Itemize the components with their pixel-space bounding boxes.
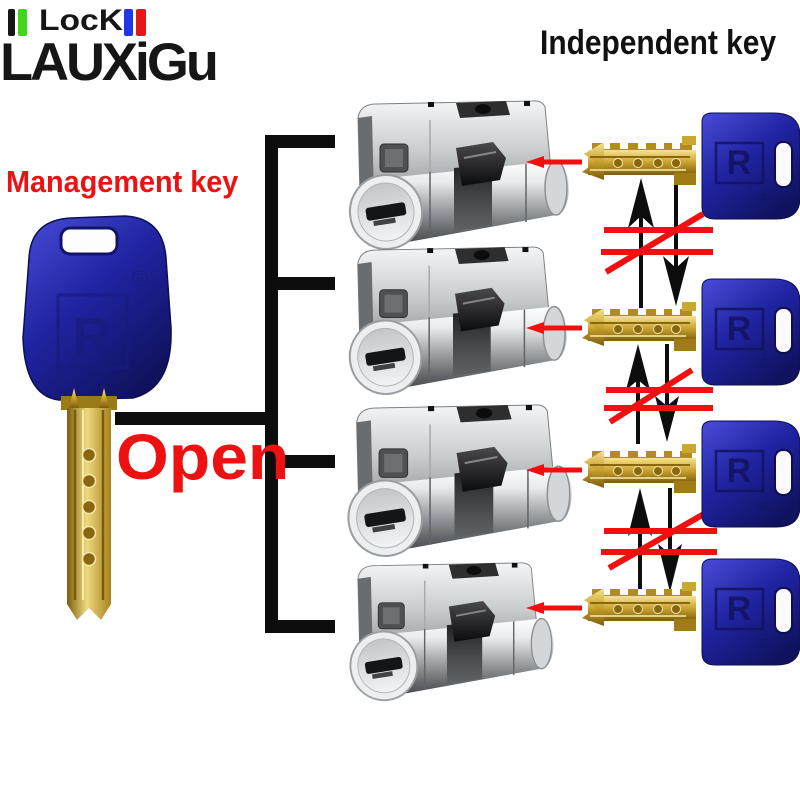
cross-out-icon [601,511,717,571]
open-arrow-2 [526,322,582,334]
open-arrow-4 [526,602,582,614]
blade-tip [67,604,111,620]
connector-lines [115,135,335,633]
r-logo-letter: R [73,307,112,367]
cross-out-icon [604,367,713,425]
lauxigu-wordmark: LAUXiGu [0,33,219,92]
lock-cylinder-4 [330,562,562,703]
management-key-blade [61,388,117,620]
branch-line-1 [265,135,335,148]
left-arrow-icon [526,464,582,476]
independent-key-3 [578,418,800,530]
keyring-hole [59,226,119,256]
management-key-label: Management key [6,164,239,199]
branch-line-4 [265,620,335,633]
blade-dimple [81,499,97,515]
left-arrow-icon [526,156,582,168]
lock-wordmark: LocK [39,4,123,37]
blade-dimple [81,525,97,541]
independent-key-4 [578,556,800,668]
management-key-line [115,412,278,425]
branch-line-3 [265,455,335,468]
trunk-line [265,135,278,633]
open-arrow-1 [526,156,582,168]
brand-logo-row: LocK [8,6,146,36]
open-label: Open [116,421,290,493]
blade-dimple [81,473,97,489]
blue-bar-icon [124,9,133,36]
independent-key-2 [578,276,800,388]
independent-key-1 [578,110,800,222]
no-interchange-group-1 [601,178,713,308]
down-arrow-icon [658,488,682,592]
management-key-bow: ® R [22,215,172,401]
lock-cylinder-1 [328,100,578,252]
cross-out-icon [601,211,713,275]
registered-mark: ® [132,266,148,291]
blade-dimple [81,551,97,567]
green-bar-icon [18,9,27,36]
branch-line-2 [265,277,335,290]
independent-key-label: Independent key [540,24,777,62]
up-arrow-icon [628,488,652,594]
left-arrow-icon [526,602,582,614]
open-arrow-3 [526,464,582,476]
red-bar-icon [136,9,146,36]
black-bar-icon [8,9,15,36]
no-interchange-group-3 [601,488,717,594]
left-arrow-icon [526,322,582,334]
lock-cylinder-3 [326,404,581,559]
r-logo-frame [56,293,129,370]
management-key-image: ® R [22,215,172,620]
blade-dimple [81,447,97,463]
no-interchange-group-2 [604,344,713,444]
